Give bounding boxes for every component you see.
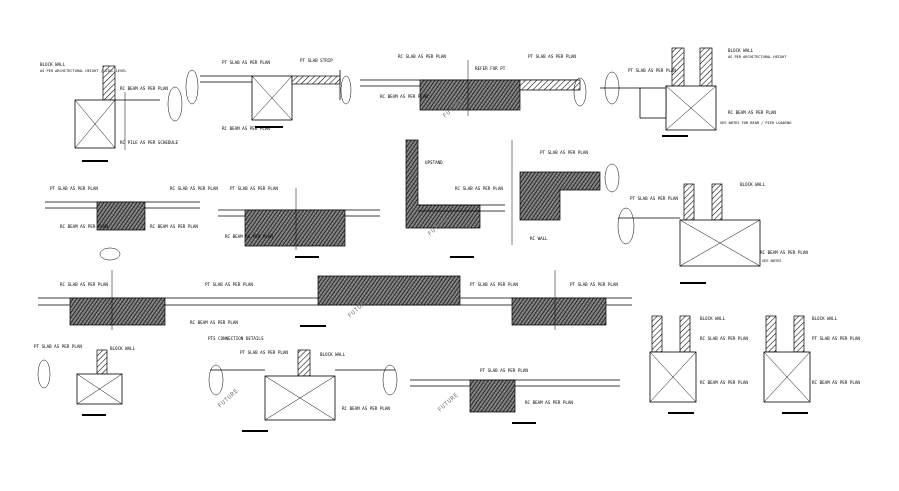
d1-beam-label: RC BEAM AS PER PLAN bbox=[120, 86, 168, 91]
r2-side-wall: BLOCK WALL bbox=[740, 182, 766, 187]
r3-slab-a: RC SLAB AS PER PLAN bbox=[60, 282, 108, 287]
d2-slab-label: PT SLAB AS PER PLAN bbox=[222, 60, 270, 65]
r3-beam: RC BEAM AS PER PLAN bbox=[190, 320, 238, 325]
r4-wall-a: BLOCK WALL bbox=[110, 346, 136, 351]
d4-beam-label: RC BEAM AS PER PLAN bbox=[728, 110, 776, 115]
r2-beam-a: RC BEAM AS PER PLAN bbox=[60, 224, 108, 229]
detail-row3: RC SLAB AS PER PLAN PT SLAB AS PER PLAN … bbox=[38, 270, 632, 330]
r4-wall-e: BLOCK WALL bbox=[812, 316, 838, 321]
r4-slab-e: PT SLAB AS PER PLAN bbox=[812, 336, 860, 341]
r3-slab-b: PT SLAB AS PER PLAN bbox=[205, 282, 253, 287]
d2-beam-label: RC BEAM AS PER PLAN bbox=[222, 126, 270, 131]
detail-row4-e: BLOCK WALL PT SLAB AS PER PLAN RC BEAM A… bbox=[763, 315, 860, 414]
d1-wall-sub: AS PER ARCHITECTURAL HEIGHT / SILL LEVEL bbox=[40, 69, 127, 73]
r4-beam-d: RC BEAM AS PER PLAN bbox=[700, 380, 748, 385]
r3-slab-c: PT SLAB AS PER PLAN bbox=[470, 282, 518, 287]
r4-slab-a: PT SLAB AS PER PLAN bbox=[34, 344, 82, 349]
r4-beam-e: RC BEAM AS PER PLAN bbox=[812, 380, 860, 385]
r4-watermark-a: FUTURE bbox=[217, 387, 240, 409]
r2-slab-c: PT SLAB AS PER PLAN bbox=[230, 186, 278, 191]
r2-beam-b: RC BEAM AS PER PLAN bbox=[150, 224, 198, 229]
d4-note-label: SEE NOTES FOR BEAM / PIER LOADING bbox=[720, 121, 791, 125]
r4-watermark-b: FUTURE bbox=[437, 391, 460, 413]
r4-beam-c: RC BEAM AS PER PLAN bbox=[525, 400, 573, 405]
d3-beam-label: RC BEAM AS PER PLAN bbox=[380, 94, 428, 99]
d4-wall-label: BLOCK WALL bbox=[728, 48, 754, 53]
r2-side-slab: PT SLAB AS PER PLAN bbox=[630, 196, 678, 201]
r2-wall-label: RC WALL bbox=[530, 236, 548, 241]
r2-up-label: UPSTAND bbox=[425, 160, 443, 165]
detail-row4-b: PTS CONNECTION DETAILS PT SLAB AS PER PL… bbox=[208, 336, 398, 432]
detail-row2-b: PT SLAB AS PER PLAN RC BEAM AS PER PLAN bbox=[218, 186, 380, 258]
d3-slab-label: RC SLAB AS PER PLAN bbox=[398, 54, 446, 59]
r4-slab-c: PT SLAB AS PER PLAN bbox=[480, 368, 528, 373]
r4-slab-b: PT SLAB AS PER PLAN bbox=[240, 350, 288, 355]
detail-row4-c: PT SLAB AS PER PLAN RC BEAM AS PER PLAN … bbox=[410, 368, 620, 424]
r2-slab-d: RC SLAB AS PER PLAN bbox=[455, 186, 503, 191]
r2-side-beam: RC BEAM AS PER PLAN bbox=[760, 250, 808, 255]
detail-1: BLOCK WALL AS PER ARCHITECTURAL HEIGHT /… bbox=[40, 62, 183, 162]
r2-slab-a: PT SLAB AS PER PLAN bbox=[50, 186, 98, 191]
detail-2: PT SLAB AS PER PLAN PT SLAB STRIP RC BEA… bbox=[185, 58, 352, 131]
detail-4: BLOCK WALL AS PER ARCHITECTURAL HEIGHT P… bbox=[600, 47, 791, 137]
r2-beam-c: RC BEAM AS PER PLAN bbox=[225, 234, 273, 239]
detail-row2-c: UPSTAND RC SLAB AS PER PLAN FUTURE bbox=[405, 139, 505, 258]
r4-conn: PTS CONNECTION DETAILS bbox=[208, 336, 264, 341]
d3-refer-label: REFER FOR PT bbox=[475, 66, 506, 71]
r4-wall-b: BLOCK WALL bbox=[320, 352, 346, 357]
r3-slab-d: PT SLAB AS PER PLAN bbox=[570, 282, 618, 287]
detail-row4-d: BLOCK WALL RC SLAB AS PER PLAN RC BEAM A… bbox=[649, 315, 748, 414]
d1-pile-label: RC PILE AS PER SCHEDULE bbox=[120, 140, 178, 145]
r2-slab-e: PT SLAB AS PER PLAN bbox=[540, 150, 588, 155]
detail-row2-d: PT SLAB AS PER PLAN RC WALL bbox=[511, 140, 620, 245]
r4-wall-d: BLOCK WALL bbox=[700, 316, 726, 321]
d3-slab2-label: PT SLAB AS PER PLAN bbox=[528, 54, 576, 59]
d2-slab2-label: PT SLAB STRIP bbox=[300, 58, 333, 63]
d4-slab-label: PT SLAB AS PER PLAN bbox=[628, 68, 676, 73]
d4-wall-sub: AS PER ARCHITECTURAL HEIGHT bbox=[728, 55, 787, 59]
d1-wall-label: BLOCK WALL bbox=[40, 62, 66, 67]
r4-slab-d: RC SLAB AS PER PLAN bbox=[700, 336, 748, 341]
detail-row2-a: PT SLAB AS PER PLAN RC SLAB AS PER PLAN … bbox=[45, 186, 218, 261]
detail-row4-a: PT SLAB AS PER PLAN BLOCK WALL bbox=[34, 344, 136, 416]
detail-row2-e: BLOCK WALL PT SLAB AS PER PLAN RC BEAM A… bbox=[617, 182, 808, 284]
detail-3: RC SLAB AS PER PLAN PT SLAB AS PER PLAN … bbox=[360, 54, 587, 119]
r2-side-note: SEE NOTES bbox=[762, 259, 781, 263]
r4-beam-b: RC BEAM AS PER PLAN bbox=[342, 406, 390, 411]
r2-slab-b: RC SLAB AS PER PLAN bbox=[170, 186, 218, 191]
